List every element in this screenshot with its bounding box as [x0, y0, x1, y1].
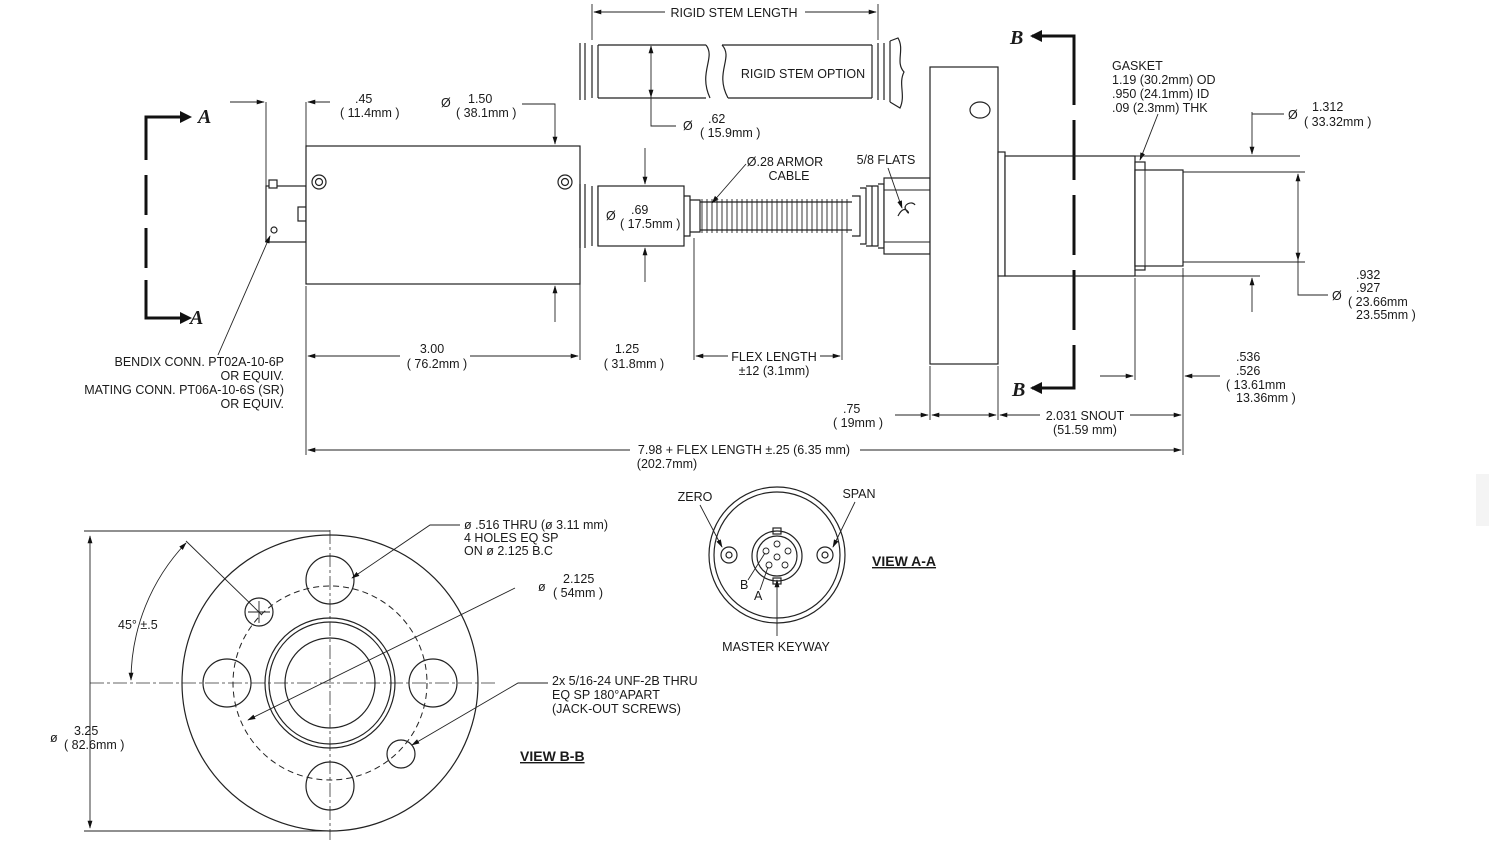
transducer-body	[305, 145, 581, 285]
jack-line-1: 2x 5/16-24 UNF-2B THRU	[552, 674, 698, 688]
flange-dia-in: 1.312	[1312, 100, 1343, 114]
overall-length: 7.98 + FLEX LENGTH ±.25 (6.35 mm)	[638, 443, 850, 457]
gasket-thk: .09 (2.3mm) THK	[1112, 101, 1208, 115]
dia-symbol: Ø	[441, 96, 451, 110]
dia-symbol: Ø	[606, 209, 616, 223]
gasket-id: .950 (24.1mm) ID	[1112, 87, 1209, 101]
len-125-in: 1.25	[615, 342, 639, 356]
holes-line-2: 4 HOLES EQ SP	[464, 531, 558, 545]
top-dimensions: .45 ( 11.4mm ) Ø 1.50 ( 38.1mm )	[230, 92, 558, 322]
neck-dia-mm: ( 17.5mm )	[620, 217, 680, 231]
dia-symbol: Ø	[1288, 108, 1298, 122]
tip-mm-1: ( 13.61mm	[1226, 378, 1286, 392]
armor-label: Ø.28 ARMOR	[747, 155, 823, 169]
section-a-top: A	[196, 106, 211, 128]
neck-dia-in: .69	[631, 203, 648, 217]
tip-mm-2: 13.36mm )	[1236, 391, 1296, 405]
keyway-label: MASTER KEYWAY	[722, 640, 830, 654]
len-300-mm: ( 76.2mm )	[407, 357, 467, 371]
pin-b-label: B	[740, 578, 748, 592]
snout-dia-mm-1: ( 23.66mm	[1348, 295, 1408, 309]
gasket-od: 1.19 (30.2mm) OD	[1112, 73, 1216, 87]
span-label: SPAN	[842, 487, 875, 501]
flange	[929, 66, 999, 365]
rigid-stem-length-label: RIGID STEM LENGTH	[670, 6, 797, 20]
body-dia-mm: ( 38.1mm )	[456, 106, 516, 120]
body-dia-in: 1.50	[468, 92, 492, 106]
len-300-in: 3.00	[420, 342, 444, 356]
side-elevation: RIGID STEM OPTION RIGID STEM LENGTH Ø .6…	[84, 4, 1416, 471]
flats-label: 5/8 FLATS	[857, 153, 916, 167]
stem-dia-in: .62	[708, 112, 725, 126]
flange-dia-mm: ( 33.32mm )	[1304, 115, 1371, 129]
snout-dia-mm-2: 23.55mm )	[1356, 308, 1416, 322]
bc-mm: ( 54mm )	[553, 586, 603, 600]
flange-th-in: .75	[843, 402, 860, 416]
snout	[997, 151, 1184, 277]
tip-in-2: .526	[1236, 364, 1260, 378]
jack-line-2: EQ SP 180°APART	[552, 688, 660, 702]
rigid-stem: RIGID STEM OPTION RIGID STEM LENGTH Ø .6…	[579, 4, 905, 140]
stem-dia-mm: ( 15.9mm )	[700, 126, 760, 140]
snout-len-label: 2.031 SNOUT	[1046, 409, 1125, 423]
edge-panel	[1476, 474, 1489, 526]
section-b-markers: B B	[1009, 27, 1076, 401]
section-b-top: B	[1009, 27, 1023, 49]
view-aa-title: VIEW A-A	[872, 553, 936, 569]
fitting: 5/8 FLATS	[852, 153, 931, 255]
body-len-in: .45	[355, 92, 372, 106]
flex-tol-label: ±12 (3.1mm)	[739, 364, 810, 378]
angle-label: 45° ±.5	[118, 618, 158, 632]
bendix-line-4: OR EQUIV.	[221, 397, 284, 411]
dia-symbol: ø	[50, 731, 58, 745]
tip-in-1: .536	[1236, 350, 1260, 364]
snout-dia-in-2: .927	[1356, 281, 1380, 295]
armor-cable: Ø.28 ARMOR CABLE	[700, 155, 852, 233]
snout-len-mm: (51.59 mm)	[1053, 423, 1117, 437]
dia-symbol: ø	[538, 580, 546, 594]
body-len-mm: ( 11.4mm )	[340, 106, 400, 120]
flex-length-label: FLEX LENGTH	[731, 350, 816, 364]
pin-a-label: A	[754, 589, 763, 603]
holes-line-3: ON ø 2.125 B.C	[464, 544, 553, 558]
rigid-stem-option-label: RIGID STEM OPTION	[741, 67, 865, 81]
section-a-markers: A A	[144, 106, 211, 329]
bendix-line-1: BENDIX CONN. PT02A-10-6P	[115, 355, 285, 369]
snout-dia-in-1: .932	[1356, 268, 1380, 282]
neck: Ø .69 ( 17.5mm )	[579, 148, 701, 282]
bc-in: 2.125	[563, 572, 594, 586]
dia-symbol: Ø	[683, 119, 693, 133]
section-b-bottom: B	[1011, 379, 1025, 401]
view-b-b: ø 3.25 ( 82.6mm ) 45° ±.5 ø .516 THRU (ø…	[50, 518, 698, 840]
cable-label: CABLE	[769, 169, 810, 183]
bendix-line-2: OR EQUIV.	[221, 369, 284, 383]
connector	[265, 102, 307, 243]
flange-th-mm: ( 19mm )	[833, 416, 883, 430]
dia-symbol: Ø	[1332, 289, 1342, 303]
view-bb-title: VIEW B-B	[520, 748, 585, 764]
bendix-line-3: MATING CONN. PT06A-10-6S (SR)	[84, 383, 284, 397]
view-a-a: ZERO SPAN B A MASTER KEYWAY VIEW A-A	[678, 486, 936, 654]
od-mm: ( 82.6mm )	[64, 738, 124, 752]
gasket-title: GASKET	[1112, 59, 1163, 73]
overall-length-mm: (202.7mm)	[637, 457, 697, 471]
right-dimensions: GASKET 1.19 (30.2mm) OD .950 (24.1mm) ID…	[1005, 59, 1416, 322]
od-in: 3.25	[74, 724, 98, 738]
len-125-mm: ( 31.8mm )	[604, 357, 664, 371]
section-a-bottom: A	[188, 307, 203, 329]
holes-line-1: ø .516 THRU (ø 3.11 mm)	[464, 518, 608, 532]
zero-label: ZERO	[678, 490, 713, 504]
jack-line-3: (JACK-OUT SCREWS)	[552, 702, 681, 716]
bottom-dimensions: 3.00 ( 76.2mm ) 1.25 ( 31.8mm ) FLEX LEN…	[84, 232, 1296, 471]
